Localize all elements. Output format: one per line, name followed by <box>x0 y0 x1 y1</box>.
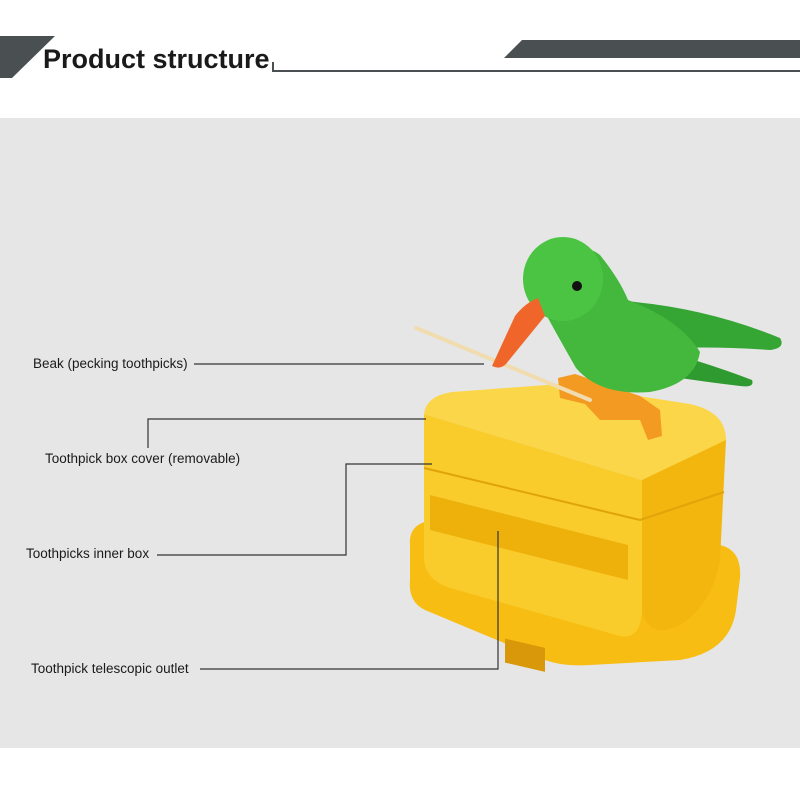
drawer-slot <box>430 495 628 580</box>
page-title: Product structure <box>43 44 270 74</box>
header-decoration <box>0 36 800 78</box>
header-rule <box>272 62 800 72</box>
bird-beak <box>492 298 545 368</box>
lid-seam <box>423 467 725 522</box>
bird-eye <box>572 281 582 291</box>
cover-label: Toothpick box cover (removable) <box>45 451 241 466</box>
footer <box>0 748 800 800</box>
bird-head <box>523 237 603 321</box>
cover-leader-line <box>147 418 426 448</box>
perch-mechanism <box>558 374 662 440</box>
inner-box-label: Toothpicks inner box <box>26 546 150 561</box>
beak-label: Beak (pecking toothpicks) <box>33 356 188 371</box>
outlet-opening <box>505 638 545 672</box>
header: Product structure <box>0 0 800 118</box>
left-stripe <box>0 36 55 78</box>
outlet-leader-line <box>200 531 499 670</box>
outlet-label: Toothpick telescopic outlet <box>31 661 189 676</box>
right-stripe <box>504 40 800 58</box>
inner-box-leader-line <box>157 463 432 556</box>
